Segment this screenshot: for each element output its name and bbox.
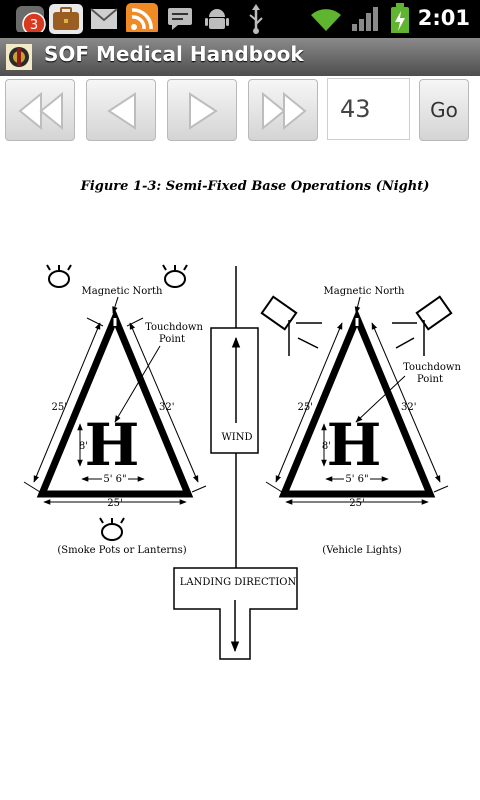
mail-icon xyxy=(90,8,118,29)
app-title-bar: SOF Medical Handbook xyxy=(0,38,480,76)
signal-icon xyxy=(352,7,378,31)
previous-page-button[interactable] xyxy=(86,79,156,141)
helipad-h-letter: H xyxy=(85,411,140,479)
touchdown-label: Touchdown xyxy=(403,362,461,373)
app-logo-icon xyxy=(6,44,32,70)
touchdown-label-line2: Point xyxy=(417,374,443,385)
arrow-left-icon xyxy=(107,92,136,130)
helipad-h-letter: H xyxy=(327,411,382,479)
android-debug-icon xyxy=(205,9,229,29)
smoke-pots-caption: (Smoke Pots or Lanterns) xyxy=(57,545,186,556)
rewind-icon xyxy=(18,91,63,131)
right-landing-pattern: Magnetic North 25' 32' 25' H 8' 5' 6" To… xyxy=(260,286,461,556)
right-side-dimension: 32' xyxy=(159,402,174,413)
touchdown-label: Touchdown xyxy=(145,322,203,333)
fast-forward-icon xyxy=(262,91,307,131)
right-side-dimension: 32' xyxy=(401,402,416,413)
h-width-dimension: 5' 6" xyxy=(345,474,368,485)
notification-badge: 3 xyxy=(30,18,38,32)
page-navigation-toolbar: Go xyxy=(0,76,480,148)
battery-icon xyxy=(391,3,409,33)
page-content: Figure 1-3: Semi-Fixed Base Operations (… xyxy=(0,148,480,800)
smoke-pot-icon xyxy=(162,264,188,288)
wind-and-landing-direction: WIND LANDING DIRECTION xyxy=(173,266,298,660)
wifi-icon xyxy=(311,9,341,31)
magnetic-north-label: Magnetic North xyxy=(82,286,164,297)
base-dimension: 25' xyxy=(349,498,364,509)
figure-diagram: Figure 1-3: Semi-Fixed Base Operations (… xyxy=(23,179,461,660)
notification-app-icon[interactable]: 3 xyxy=(14,2,48,32)
last-page-button[interactable] xyxy=(248,79,318,141)
smoke-pot-icon xyxy=(99,517,125,541)
rss-icon xyxy=(126,3,158,32)
h-width-dimension: 5' 6" xyxy=(103,474,126,485)
chat-icon xyxy=(168,8,192,30)
landing-direction-label: LANDING DIRECTION xyxy=(180,577,297,588)
next-page-button[interactable] xyxy=(167,79,237,141)
first-page-button[interactable] xyxy=(5,79,75,141)
magnetic-north-label: Magnetic North xyxy=(324,286,406,297)
status-bar: 3 xyxy=(0,0,480,38)
vehicle-light-icon xyxy=(260,295,322,356)
go-button[interactable]: Go xyxy=(419,79,469,141)
left-side-dimension: 25' xyxy=(298,402,313,413)
usb-icon xyxy=(249,4,263,34)
arrow-right-icon xyxy=(189,92,218,130)
base-dimension: 25' xyxy=(107,498,122,509)
briefcase-icon[interactable] xyxy=(48,4,84,34)
vehicle-light-icon xyxy=(392,295,453,356)
wind-label: WIND xyxy=(222,432,253,443)
touchdown-label-line2: Point xyxy=(159,334,185,345)
figure-caption: Figure 1-3: Semi-Fixed Base Operations (… xyxy=(80,179,430,194)
status-clock: 2:01 xyxy=(417,6,470,30)
left-side-dimension: 25' xyxy=(52,402,67,413)
smoke-pot-icon xyxy=(46,264,72,288)
app-title: SOF Medical Handbook xyxy=(44,42,304,66)
left-landing-pattern: Magnetic North 25' 32' 25' H 8' 5' 6" To… xyxy=(23,264,207,556)
page-number-input[interactable] xyxy=(327,78,410,140)
height-dimension: 8' xyxy=(79,441,88,452)
vehicle-lights-caption: (Vehicle Lights) xyxy=(322,545,401,556)
height-dimension: 8' xyxy=(322,441,331,452)
